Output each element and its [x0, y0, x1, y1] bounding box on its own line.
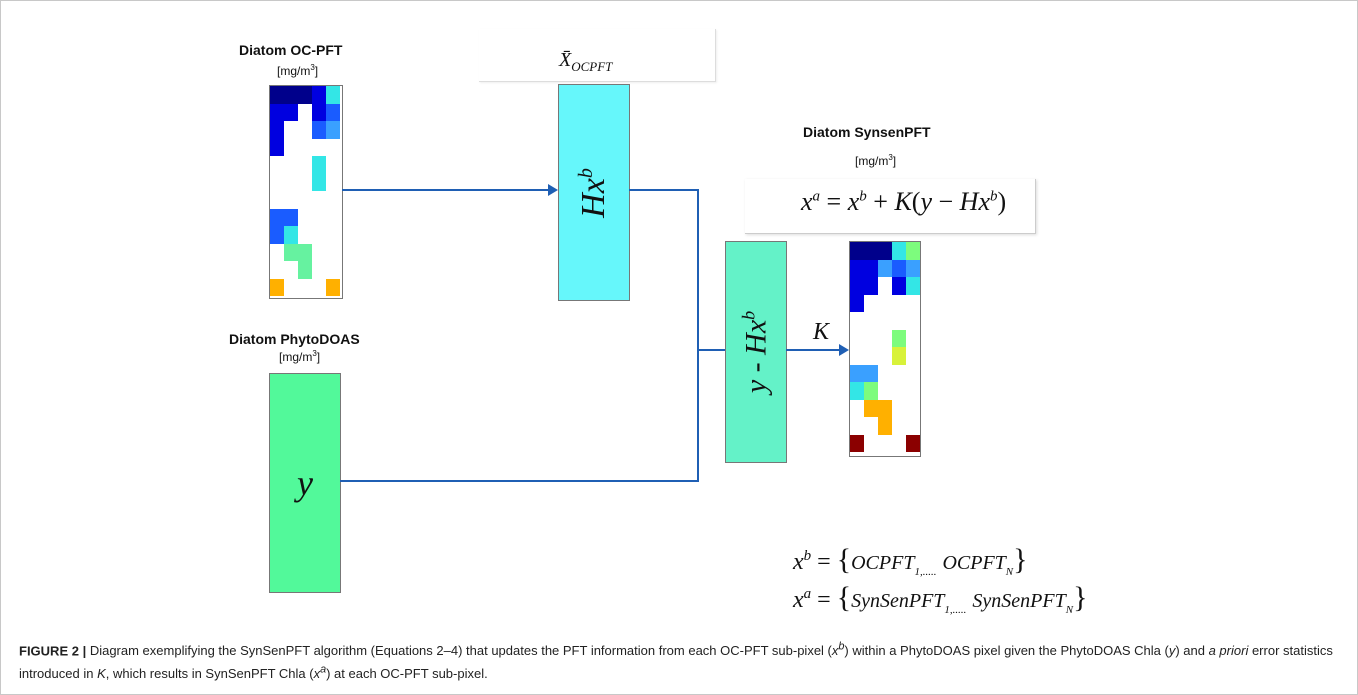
hxb-label: Hxb: [574, 167, 613, 218]
connector-k: [786, 349, 842, 351]
oc-pft-title: Diatom OC-PFT: [239, 42, 343, 58]
grid-cell: [906, 277, 920, 295]
grid-cell: [850, 242, 864, 260]
connector-hx-out: [629, 189, 699, 191]
grid-cell: [326, 86, 340, 104]
xbar-ocpft-label: X̄OCPFT: [559, 49, 613, 74]
grid-cell: [298, 86, 312, 104]
grid-cell: [878, 417, 892, 435]
grid-cell: [906, 259, 920, 277]
oc-pft-unit: [mg/m3]: [277, 63, 319, 78]
grid-cell: [270, 103, 284, 121]
grid-cell: [878, 242, 892, 260]
connector-hx-to-ymhx: [697, 349, 725, 351]
grid-cell: [326, 121, 340, 139]
caption-label: FIGURE 2 |: [19, 643, 87, 659]
grid-cell: [270, 208, 284, 226]
connector-hx-vertical: [697, 189, 699, 351]
update-equation: xa = xb + K(y − Hxb): [801, 187, 1007, 216]
phytodoas-title: Diatom PhytoDOAS: [229, 331, 360, 347]
grid-cell: [270, 86, 284, 104]
figure-caption: FIGURE 2 | Diagram exemplifying the SynS…: [19, 638, 1341, 683]
phytodoas-unit: [mg/m3]: [279, 349, 321, 364]
grid-cell: [298, 261, 312, 279]
synsenpft-unit: [mg/m3]: [855, 153, 897, 168]
grid-cell: [270, 121, 284, 139]
grid-cell: [850, 277, 864, 295]
grid-cell: [312, 156, 326, 174]
grid-cell: [864, 364, 878, 382]
grid-cell: [284, 243, 298, 261]
grid-cell: [892, 242, 906, 260]
grid-cell: [312, 121, 326, 139]
update-equation-box: [745, 179, 1036, 234]
grid-cell: [906, 434, 920, 452]
grid-cell: [864, 382, 878, 400]
grid-cell: [326, 103, 340, 121]
grid-cell: [284, 103, 298, 121]
grid-cell: [864, 242, 878, 260]
grid-cell: [850, 382, 864, 400]
grid-cell: [298, 243, 312, 261]
grid-cell: [878, 259, 892, 277]
arrowhead-oc-to-hx: [548, 184, 558, 196]
grid-cell: [864, 277, 878, 295]
grid-cell: [850, 364, 864, 382]
grid-cell: [326, 278, 340, 296]
grid-cell: [864, 399, 878, 417]
caption-text: Diagram exemplifying the SynSenPFT algor…: [19, 641, 1333, 681]
grid-cell: [892, 259, 906, 277]
xbar-label-box: [479, 29, 716, 82]
grid-cell: [312, 103, 326, 121]
grid-cell: [864, 259, 878, 277]
k-label: K: [813, 319, 830, 345]
grid-cell: [284, 226, 298, 244]
grid-cell: [850, 259, 864, 277]
grid-cell: [270, 138, 284, 156]
grid-cell: [270, 226, 284, 244]
grid-cell: [850, 434, 864, 452]
grid-cell: [312, 86, 326, 104]
grid-cell: [892, 329, 906, 347]
oc-pft-pixel-grid: [269, 85, 343, 299]
xa-definition: xa = {SynSenPFT1,..... SynSenPFTN}: [793, 581, 1088, 616]
grid-cell: [892, 277, 906, 295]
grid-cell: [850, 294, 864, 312]
synsenpft-title: Diatom SynsenPFT: [803, 124, 931, 140]
grid-cell: [284, 86, 298, 104]
y-label: y: [297, 463, 313, 503]
grid-cell: [878, 399, 892, 417]
grid-cell: [284, 208, 298, 226]
xb-definition: xb = {OCPFT1,..... OCPFTN}: [793, 543, 1028, 578]
connector-y-vertical: [697, 349, 699, 482]
hxb-box: Hxb: [558, 84, 630, 301]
grid-cell: [270, 278, 284, 296]
grid-cell: [906, 242, 920, 260]
synsenpft-pixel-grid: [849, 241, 921, 457]
y-minus-hxb-label: y - Hxb: [738, 310, 773, 394]
y-minus-hxb-box: y - Hxb: [725, 241, 787, 463]
arrowhead-k: [839, 344, 849, 356]
grid-cell: [312, 173, 326, 191]
connector-oc-to-hx: [342, 189, 552, 191]
y-box: y: [269, 373, 341, 593]
grid-cell: [892, 347, 906, 365]
connector-y-out: [340, 480, 699, 482]
